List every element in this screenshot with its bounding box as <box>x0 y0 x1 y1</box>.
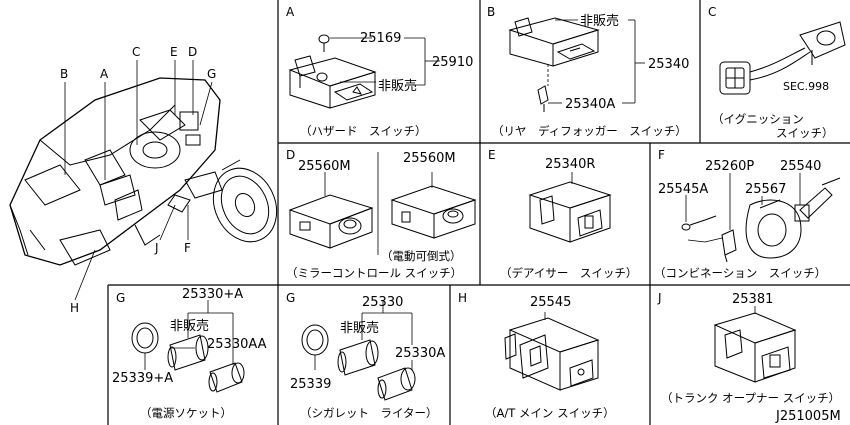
callout-j: J <box>154 241 159 255</box>
panel-grid <box>107 0 850 425</box>
panel-g1-part-25330-plus-a: 25330+A <box>182 287 243 302</box>
panel-a-caption: （ハザード スイッチ） <box>300 124 427 138</box>
panel-b-caption: （リヤ ディフォッガー スイッチ） <box>492 124 687 138</box>
panel-a-not-sold: 非販売 <box>378 78 417 94</box>
panel-f-part-25545a: 25545A <box>658 182 708 197</box>
panel-e-caption: （デアイサー スイッチ） <box>500 266 637 280</box>
panel-d: D 25560M 25560M （電動可倒式） （ミラーコントロール スイッチ） <box>286 148 477 280</box>
diagram-reference-code: J251005M <box>775 409 841 424</box>
panel-f-part-25260p: 25260P <box>705 159 754 174</box>
callout-a: A <box>100 67 109 81</box>
panel-f-caption: （コンビネーション スイッチ） <box>654 266 826 280</box>
callout-d: D <box>188 45 197 59</box>
panel-g2-part-25339: 25339 <box>290 377 331 392</box>
panel-f: F 25260P 25540 25545A 25567 （コンビネーション スイ… <box>654 148 841 280</box>
panel-c-caption-1: （イグニッション <box>712 112 804 126</box>
panel-c: C SEC.998 （イグニッション スイッチ） <box>708 5 846 140</box>
panel-b: B 非販売 25340 25340A （リヤ ディフォッガー スイッチ） <box>487 5 689 138</box>
panel-g1-not-sold: 非販売 <box>170 318 209 334</box>
panel-f-part-25540: 25540 <box>780 159 821 174</box>
panel-h: H 25545 （A/T メイン スイッチ） <box>458 291 615 420</box>
panel-j: J 25381 （トランク オープナー スイッチ） <box>657 291 840 405</box>
panel-e: E 25340R （デアイサー スイッチ） <box>488 148 637 280</box>
panel-j-part-25381: 25381 <box>732 292 773 307</box>
panel-g2-part-25330a: 25330A <box>395 346 445 361</box>
panel-g1: G 25330+A 非販売 25330AA 25339+A （電源ソケット） <box>112 287 267 420</box>
panel-g2: G 25330 非販売 25330A 25339 （シガレット ライター） <box>286 291 445 420</box>
panel-e-letter: E <box>488 148 496 162</box>
panel-a-part-25910: 25910 <box>432 55 473 70</box>
panel-c-caption-2: スイッチ） <box>776 126 834 140</box>
panel-h-part-25545: 25545 <box>530 295 571 310</box>
panel-e-part-25340r: 25340R <box>545 157 595 172</box>
panel-a-letter: A <box>286 5 295 19</box>
panel-d-sub-caption: （電動可倒式） <box>381 249 462 263</box>
panel-c-letter: C <box>708 5 716 19</box>
panel-h-caption: （A/T メイン スイッチ） <box>485 406 615 420</box>
panel-d-part-25560m-left: 25560M <box>298 159 351 174</box>
callout-h: G <box>207 67 216 81</box>
panel-d-letter: D <box>286 148 295 162</box>
panel-b-part-25340: 25340 <box>648 57 689 72</box>
panel-g1-caption: （電源ソケット） <box>140 406 232 420</box>
panel-g2-part-25330: 25330 <box>362 295 403 310</box>
panel-f-part-25567: 25567 <box>745 182 786 197</box>
panel-b-part-25340a: 25340A <box>565 97 615 112</box>
panel-a: A 25169 25910 非販売 （ハザード スイッチ） <box>286 5 473 138</box>
panel-a-part-25169: 25169 <box>360 31 401 46</box>
callout-e: E <box>170 45 178 59</box>
panel-g2-caption: （シガレット ライター） <box>300 406 438 420</box>
panel-g1-part-25339-plus-a: 25339+A <box>112 371 173 386</box>
panel-j-letter: J <box>657 291 662 305</box>
dashboard-overview <box>9 77 278 266</box>
panel-f-letter: F <box>658 148 665 162</box>
callout-c: C <box>132 45 140 59</box>
panel-d-caption: （ミラーコントロール スイッチ） <box>286 266 462 280</box>
callout-f: F <box>184 241 191 255</box>
overview-leaders <box>64 60 213 301</box>
panel-g1-letter: G <box>116 291 125 305</box>
panel-d-part-25560m-right: 25560M <box>403 151 456 166</box>
panel-j-caption: （トランク オープナー スイッチ） <box>661 391 840 405</box>
panel-g2-not-sold: 非販売 <box>340 320 379 336</box>
panel-g2-letter: G <box>286 291 295 305</box>
overview-callouts: B A C E D G J F H <box>60 45 216 315</box>
panel-g1-part-25330aa: 25330AA <box>207 337 267 352</box>
panel-h-letter: H <box>458 291 467 305</box>
panel-c-sec-ref: SEC.998 <box>783 80 829 93</box>
callout-b: B <box>60 67 68 81</box>
panel-b-letter: B <box>487 5 495 19</box>
callout-g: H <box>70 301 79 315</box>
panel-b-not-sold: 非販売 <box>580 13 619 29</box>
